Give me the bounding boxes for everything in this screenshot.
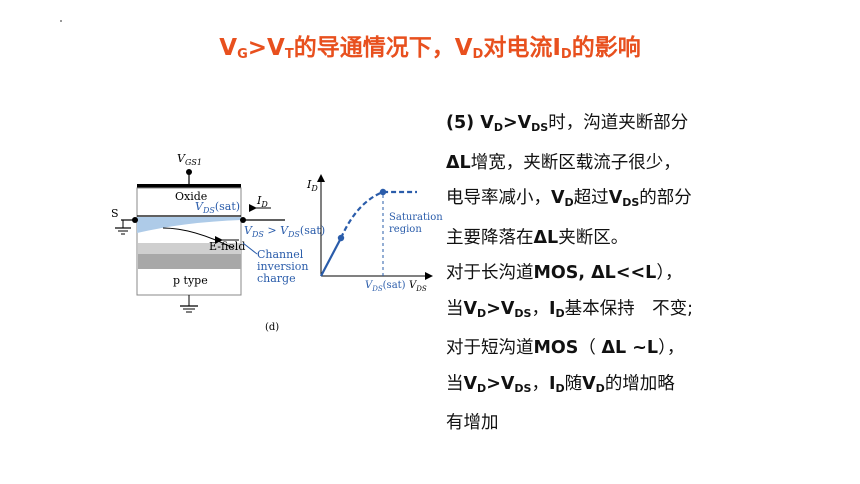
text-line-1: (5) VD>VDS时，沟道夹断部分 bbox=[446, 113, 689, 134]
text-line-6: 当VD>VDS，ID基本保持 不变; bbox=[446, 298, 694, 320]
text-line-9: 有增加 bbox=[446, 413, 499, 433]
source-terminal-dot bbox=[132, 217, 138, 223]
mosfet-figure: VGS1 Oxide p type VDS(sat) ID S VDS > VD… bbox=[111, 152, 443, 333]
slide-title: VG>VT的导通情况下，VD对电流ID的影响 bbox=[219, 35, 641, 62]
oxide-label: Oxide bbox=[175, 190, 207, 203]
text-line-8: 当VD>VDS，ID随VD的增加略 bbox=[446, 373, 675, 395]
explanation-text: (5) VD>VDS时，沟道夹断部分 ΔL增宽，夹断区载流子很少， 电导率减小，… bbox=[446, 106, 846, 442]
channel-label-3: charge bbox=[257, 272, 296, 285]
efield-curve bbox=[162, 227, 234, 249]
id-label: ID bbox=[256, 194, 268, 209]
stray-dot bbox=[60, 20, 62, 22]
channel-pointer bbox=[242, 242, 258, 255]
text-line-7: 对于短沟道MOS（ ΔL ~L）， bbox=[446, 338, 685, 358]
vds-sat-label: VDS(sat) bbox=[195, 200, 240, 215]
channel-inversion-region bbox=[137, 217, 241, 233]
linear-region-curve bbox=[320, 237, 342, 277]
text-line-4: 主要降落在ΔL夹断区。 bbox=[446, 227, 629, 248]
gate-plate bbox=[137, 184, 241, 188]
depletion-band-dark bbox=[138, 254, 241, 269]
channel-label-2: inversion bbox=[257, 260, 308, 273]
vds-condition-label: VDS > VDS(sat) bbox=[244, 224, 325, 239]
curve-point-1 bbox=[337, 234, 345, 242]
saturation-curve bbox=[339, 190, 417, 239]
text-line-3: 电导率减小，VD超过VDS的部分 bbox=[446, 188, 692, 209]
drain-terminal-dot bbox=[240, 217, 246, 223]
ptype-label: p type bbox=[173, 274, 208, 287]
x-axis-label: VDS bbox=[409, 280, 427, 293]
gate-terminal-dot bbox=[186, 169, 192, 175]
curve-point-2 bbox=[379, 188, 387, 196]
channel-label-1: Channel bbox=[257, 248, 304, 261]
depletion-band-light bbox=[138, 243, 241, 254]
x-tick-label: VDS(sat) bbox=[365, 280, 406, 293]
panel-label: (d) bbox=[265, 322, 279, 333]
graph-y-label: ID bbox=[306, 178, 318, 193]
source-label: S bbox=[111, 207, 119, 220]
efield-label: E-field bbox=[209, 240, 245, 253]
text-line-5: 对于长沟道MOS, ΔL<<L）， bbox=[446, 263, 683, 283]
saturation-label-1: Saturation bbox=[389, 212, 443, 223]
saturation-label-2: region bbox=[389, 224, 422, 235]
gate-label: VGS1 bbox=[177, 152, 202, 167]
text-line-2: ΔL增宽，夹断区载流子很少， bbox=[446, 152, 681, 173]
